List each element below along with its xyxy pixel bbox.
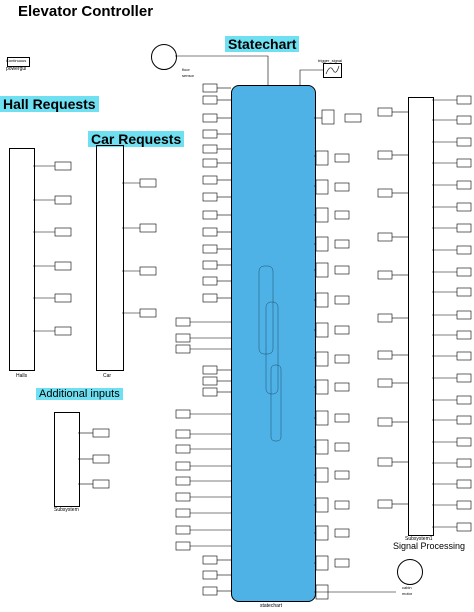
powergui-block[interactable] <box>7 57 30 67</box>
section-title-hall-requests: Hall Requests <box>0 96 99 112</box>
hall-output-wires <box>33 165 55 332</box>
cabin-motor-block[interactable] <box>397 559 423 585</box>
page-title: Elevator Controller <box>18 3 154 20</box>
floor-sensor-label: floor sensor <box>182 67 195 78</box>
trigger-signal-block[interactable] <box>323 63 342 78</box>
statechart-block-label: statechart <box>260 603 282 609</box>
statechart-goto-blocks <box>334 113 362 568</box>
statechart-block[interactable] <box>231 85 316 602</box>
subsystem-block[interactable] <box>54 412 80 507</box>
hall-goto-blocks <box>54 161 72 336</box>
car-subsystem-label: Car <box>103 373 112 379</box>
memory-blocks <box>315 109 335 600</box>
car-subsystem[interactable] <box>96 145 124 371</box>
trigger-signal-label: trigger_signal <box>318 58 343 63</box>
floor-sensor-block[interactable] <box>151 44 177 70</box>
statechart-from-blocks <box>175 83 218 596</box>
section-title-statechart: Statechart <box>225 36 300 52</box>
trigger-wire <box>299 69 323 85</box>
section-title-signal-processing: Signal Processing <box>393 541 466 551</box>
car-output-wires <box>122 182 140 314</box>
signal-goto-blocks <box>456 95 472 532</box>
section-title-additional-inputs: Additional inputs <box>36 388 123 400</box>
signal-output-wires <box>432 99 457 528</box>
trigger-waveform-icon <box>325 65 340 75</box>
floor-sensor-wire <box>175 55 269 85</box>
subsystem1-label: Subsystem1 <box>405 536 433 542</box>
powergui-block-label: Continuous <box>6 58 27 63</box>
subsystem-label: Subsystem <box>54 507 79 513</box>
section-title-car-requests: Car Requests <box>88 131 185 147</box>
statechart-inner-states <box>258 265 282 442</box>
halls-subsystem-label: Halls <box>16 373 28 379</box>
statechart-output-wires <box>314 117 396 593</box>
car-goto-blocks <box>139 178 157 318</box>
powergui-label: powergui <box>6 66 27 72</box>
halls-subsystem[interactable] <box>9 148 35 371</box>
statechart-input-wires <box>190 87 231 592</box>
signal-input-wires <box>392 111 408 505</box>
signal-from-blocks <box>377 107 393 509</box>
cabin-motor-label: cabin motor <box>402 585 413 596</box>
subsystem1-block[interactable] <box>408 97 434 536</box>
